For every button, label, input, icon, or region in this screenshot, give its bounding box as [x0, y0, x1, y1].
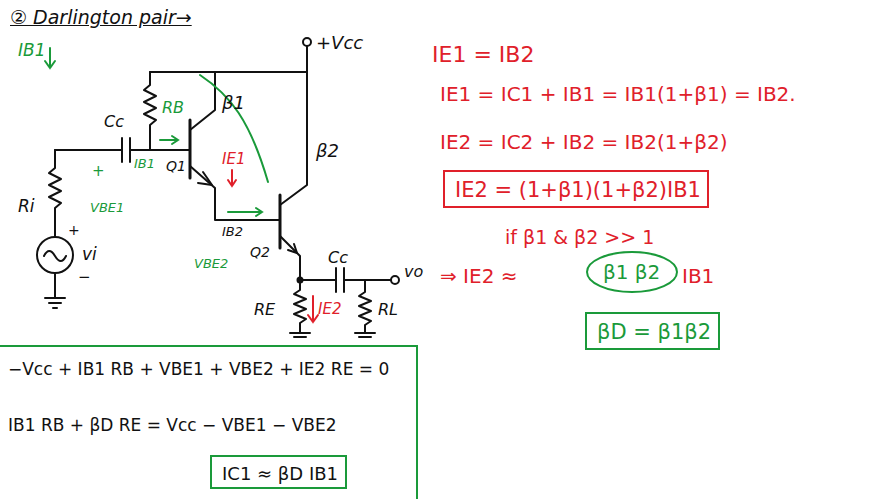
circuit-label: IB1	[18, 40, 46, 60]
transistor-emitter	[280, 236, 300, 280]
current-arrow	[228, 170, 236, 186]
current-path	[200, 75, 268, 182]
node-text: βD = β1β2	[597, 320, 708, 345]
circuit-label: +Vcc	[316, 32, 363, 54]
circuit-label: VBE2	[194, 256, 228, 272]
boxed-equation: IE2 = (1+β1)(1+β2)IB1	[443, 170, 709, 208]
source-symbol	[37, 237, 73, 273]
node-text: IB1 RB + βD RE = Vcc − VBE1 − VBE2	[8, 415, 337, 435]
boxed-equation: βD = β1β2	[585, 312, 720, 350]
capacitor-symbol	[122, 138, 130, 162]
resistor-symbol	[290, 280, 310, 337]
circuit-label: Q2	[250, 244, 270, 261]
circuit-label: IE2	[318, 300, 341, 318]
current-arrow	[228, 208, 262, 216]
transistor-base	[279, 195, 282, 248]
circuit-label: RB	[162, 98, 184, 117]
circuit-label: IB2	[222, 224, 243, 240]
circuit-label: β2	[316, 140, 339, 162]
node-text: −Vcc + IB1 RB + VBE1 + VBE2 + IE2 RE = 0	[8, 359, 389, 379]
circuit-label: β1	[222, 92, 245, 114]
circuit-label: IB1	[134, 156, 155, 172]
equation-text: IE1 = IC1 + IB1 = IB1(1+β1) = IB2.	[440, 82, 796, 106]
equation-text: ⇒ IE2 ≈	[440, 264, 518, 288]
current-arrow	[160, 136, 178, 144]
emitter-arrow	[288, 244, 297, 253]
circuit-label: IE1	[222, 150, 245, 168]
circuit-label: Cc	[328, 248, 348, 267]
title-text: ② Darlington pair→	[10, 6, 192, 29]
output-terminal	[391, 276, 399, 284]
circuit-label: Ri	[18, 196, 35, 216]
equation-text: IE2 = IC2 + IB2 = IB2(1+β2)	[440, 130, 728, 154]
resistor-symbol	[49, 150, 61, 237]
emitter-arrow	[198, 172, 212, 185]
vcc-rail	[150, 46, 307, 72]
circuit-label: RL	[378, 300, 398, 319]
equation-text: IE1 = IB2	[432, 42, 534, 68]
node-text: IE2 = (1+β1)(1+β2)IB1	[455, 178, 697, 203]
circuit-label: VBE1	[90, 200, 124, 216]
circled-term: β1 β2	[585, 250, 679, 294]
resistor-symbol	[144, 72, 156, 150]
equation-text: if β1 & β2 >> 1	[505, 226, 654, 249]
output-wire	[300, 279, 391, 281]
circuit-label: RE	[254, 300, 275, 319]
capacitor-symbol	[336, 268, 344, 292]
circuit-label: vo	[404, 262, 423, 281]
ellipse-outline	[587, 252, 677, 292]
resistor-symbol	[355, 280, 375, 337]
transistor-collector	[190, 72, 215, 130]
node-text: IC1 ≈ βD IB1	[222, 463, 335, 485]
ground-symbol	[45, 273, 65, 308]
current-arrow	[45, 48, 55, 68]
sine-symbol	[44, 251, 66, 261]
equation-region: −Vcc + IB1 RB + VBE1 + VBE2 + IE2 RE = 0…	[0, 345, 418, 499]
boxed-equation: IC1 ≈ βD IB1	[210, 455, 347, 489]
vcc-terminal	[303, 38, 311, 46]
circuit-label: +	[68, 222, 80, 239]
circuit-label: −	[78, 268, 91, 286]
circuit-label: Q1	[166, 158, 186, 175]
transistor-collector	[280, 72, 307, 205]
node-text: β1 β2	[603, 260, 661, 284]
circuit-label: Cc	[104, 112, 124, 131]
circuit-label: vi	[82, 244, 97, 264]
circuit-label: +	[92, 162, 105, 180]
current-arrow	[308, 296, 318, 322]
equation-text: IB1	[682, 264, 714, 288]
